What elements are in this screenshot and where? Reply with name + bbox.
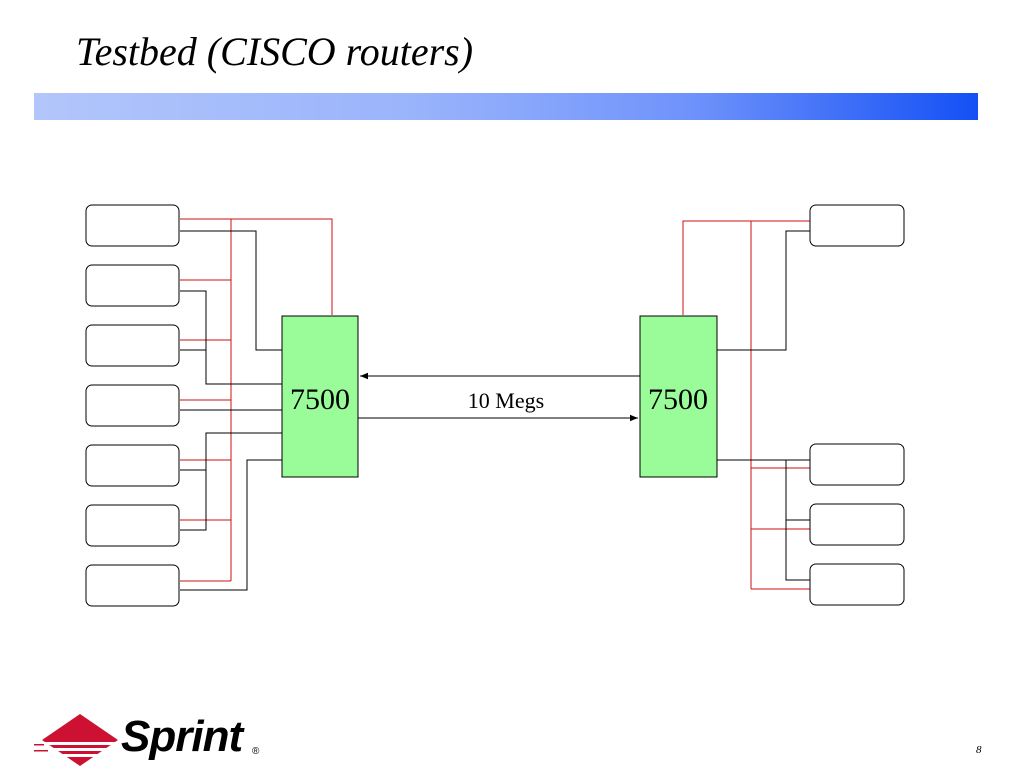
page-number: 8	[976, 744, 982, 756]
router-link: 10 Megs	[358, 372, 640, 422]
left-host-4	[85, 384, 180, 427]
right-host-3	[809, 503, 905, 546]
left-host-2	[85, 264, 180, 307]
right-router-label: 7500	[648, 383, 708, 416]
left-router-label: 7500	[290, 383, 350, 416]
link-label: 10 Megs	[468, 388, 544, 413]
right-host-2	[809, 443, 905, 486]
right-host-4	[809, 563, 905, 606]
sprint-logo-text: Sprint	[121, 712, 243, 761]
right-host-1	[809, 204, 905, 247]
sprint-logo-mark	[34, 714, 120, 766]
slide-title: Testbed (CISCO routers)	[76, 29, 474, 74]
right-red-wiring	[682, 220, 810, 590]
left-host-1	[85, 204, 180, 247]
title-gradient-bar	[34, 93, 978, 120]
left-host-6	[85, 504, 180, 547]
left-hosts	[85, 204, 180, 607]
right-hosts	[809, 204, 905, 606]
left-host-7	[85, 564, 180, 607]
right-black-wiring	[717, 230, 810, 581]
registered-mark: ®	[252, 746, 260, 757]
left-router: 7500	[281, 315, 359, 478]
left-host-3	[85, 324, 180, 367]
left-host-5	[85, 444, 180, 487]
left-black-wiring	[180, 230, 282, 591]
right-router: 7500	[639, 315, 718, 478]
